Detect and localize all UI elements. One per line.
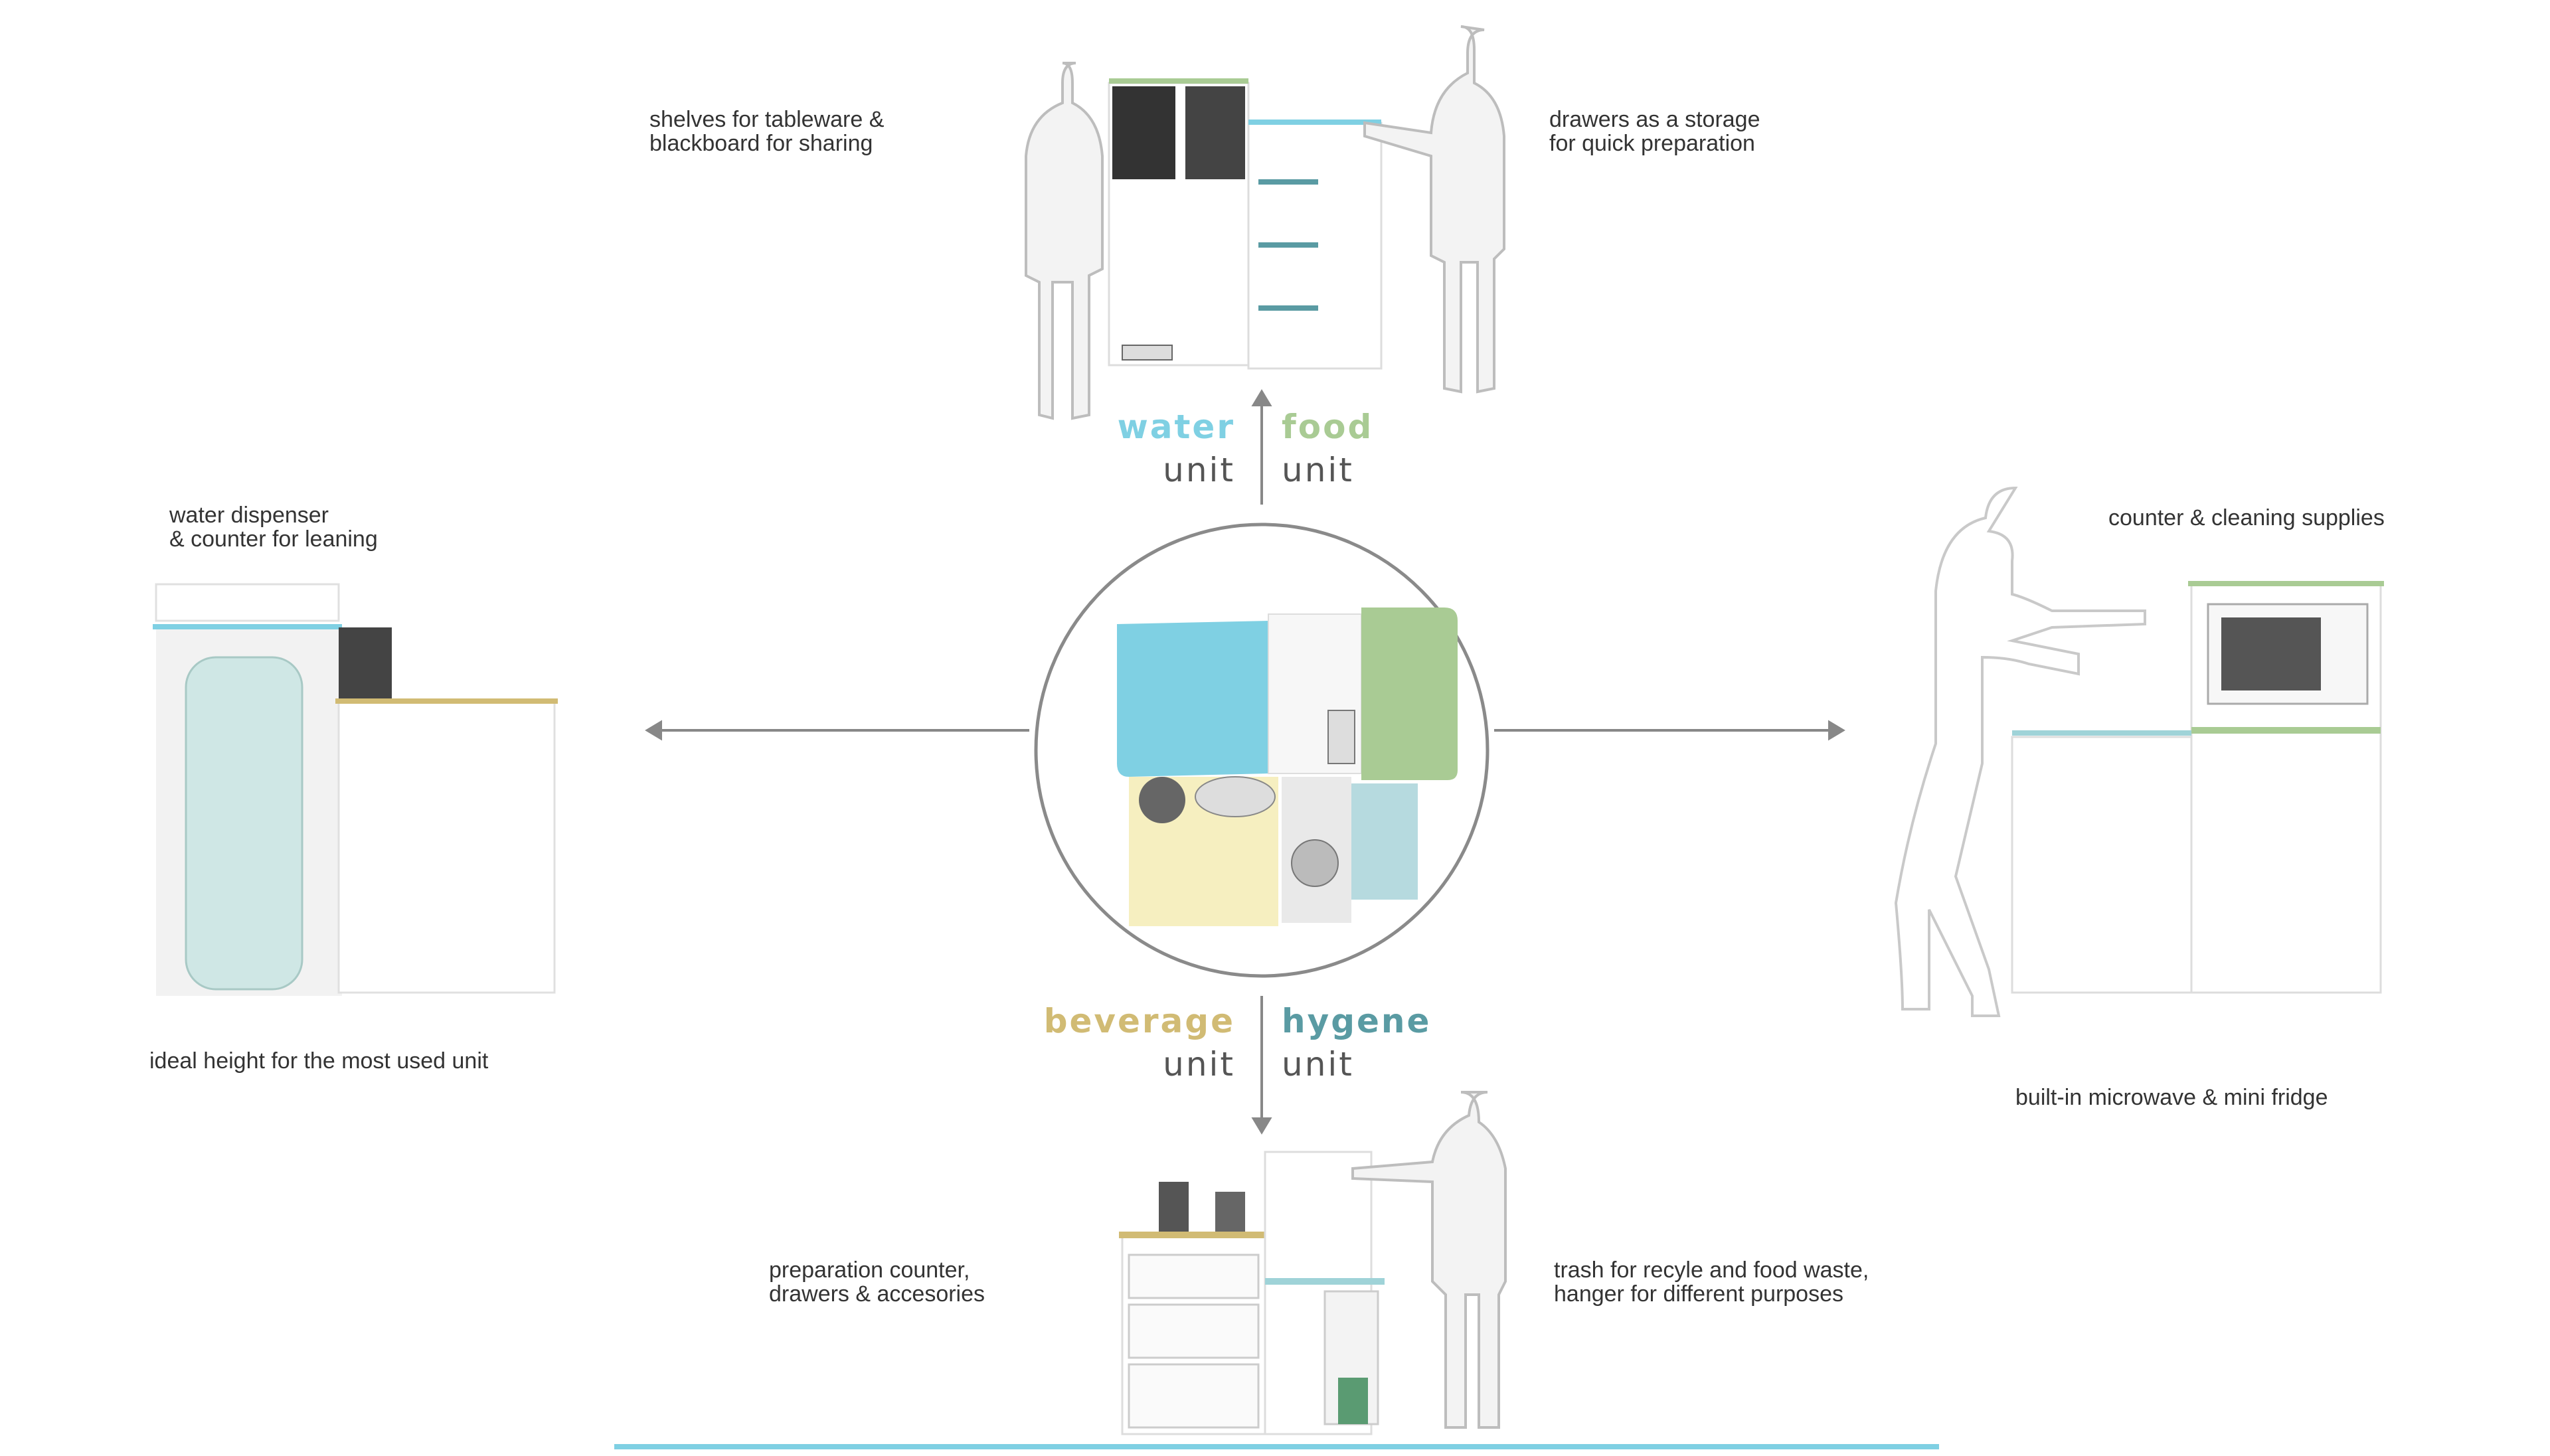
arrow-left-icon: [645, 720, 662, 741]
drawer: [1128, 1363, 1260, 1429]
person-silhouette-icon: [1351, 1091, 1507, 1429]
food-unit-plan: [1361, 607, 1458, 780]
caption-preparation-counter: preparation counter, drawers & accesorie…: [769, 1257, 985, 1307]
coffee-machine-icon: [1139, 777, 1185, 823]
water-unit-title: water: [1117, 408, 1235, 446]
upper-shelf: [155, 583, 340, 622]
beverage-unit-subtitle: unit: [1163, 1045, 1235, 1084]
coffee-machine-icon: [1159, 1182, 1189, 1232]
floor-line: [614, 1444, 1939, 1449]
hygene-counter-plan: [1351, 783, 1418, 900]
drawer-handle: [1258, 179, 1318, 185]
leaning-counter-top: [335, 698, 558, 704]
beverage-unit-title: beverage: [1043, 1002, 1235, 1040]
microwave-unit-top: [2188, 581, 2384, 586]
drawer-handle: [1258, 242, 1318, 248]
hygene-unit-title: hygene: [1282, 1002, 1432, 1040]
food-unit-subtitle: unit: [1282, 451, 1354, 489]
arrow-up-icon: [1251, 389, 1272, 406]
caption-trash-hanger: trash for recyle and food waste, hanger …: [1554, 1257, 1869, 1307]
drawer: [1128, 1303, 1260, 1359]
kettle-icon: [1195, 776, 1276, 817]
caption-microwave-fridge: built-in microwave & mini fridge: [2015, 1085, 2328, 1110]
person-silhouette-icon: [1363, 25, 1505, 394]
trash-bin-icon: [1291, 839, 1339, 887]
cleaning-bottle-icon: [1338, 1378, 1368, 1424]
tableware-shelf: [1185, 86, 1245, 179]
caption-ideal-height: ideal height for the most used unit: [149, 1048, 489, 1074]
left-unit-elevation: [153, 583, 558, 996]
water-unit-plan: [1117, 621, 1268, 777]
hygene-counter-top: [1265, 1278, 1385, 1285]
beverage-counter-top: [1119, 1232, 1268, 1238]
water-unit-top: [1109, 78, 1248, 84]
drawer: [1128, 1254, 1260, 1299]
center-plan: [1034, 523, 1489, 978]
right-unit-elevation: [1894, 486, 2384, 1017]
water-tap-box: [339, 627, 392, 700]
cleaning-counter-unit: [2011, 736, 2193, 994]
caption-water-dispenser: water dispenser & counter for leaning: [169, 503, 378, 552]
kettle-icon: [1215, 1192, 1245, 1232]
arrow-right-icon: [1828, 720, 1845, 741]
food-unit-title: food: [1282, 408, 1374, 446]
blackboard: [1112, 86, 1175, 179]
cleaning-counter-top: [2012, 730, 2191, 736]
fridge-divider: [2191, 727, 2381, 734]
dispenser-counter-top: [153, 624, 342, 629]
connectors: [645, 389, 1845, 1135]
top-units-elevation: [1025, 25, 1505, 420]
person-silhouette-icon: [1025, 62, 1104, 420]
arrow-down-icon: [1251, 1117, 1272, 1135]
water-unit-subtitle: unit: [1163, 451, 1235, 489]
caption-drawers-storage: drawers as a storage for quick preparati…: [1549, 107, 1760, 156]
water-dispenser-icon: [185, 656, 303, 991]
caption-counter-cleaning: counter & cleaning supplies: [2108, 505, 2385, 530]
food-unit-top: [1248, 120, 1381, 125]
caption-shelves-blackboard: shelves for tableware & blackboard for s…: [649, 107, 885, 156]
barcode-icon: [1327, 710, 1355, 764]
barcode-icon: [1122, 345, 1173, 361]
bottom-units-elevation: [1119, 1091, 1507, 1435]
hygene-unit-subtitle: unit: [1282, 1045, 1354, 1084]
leaning-counter-unit: [337, 699, 556, 994]
microwave-window: [2221, 617, 2321, 690]
person-silhouette-icon: [1894, 486, 2146, 1017]
drawer-handle: [1258, 305, 1318, 311]
